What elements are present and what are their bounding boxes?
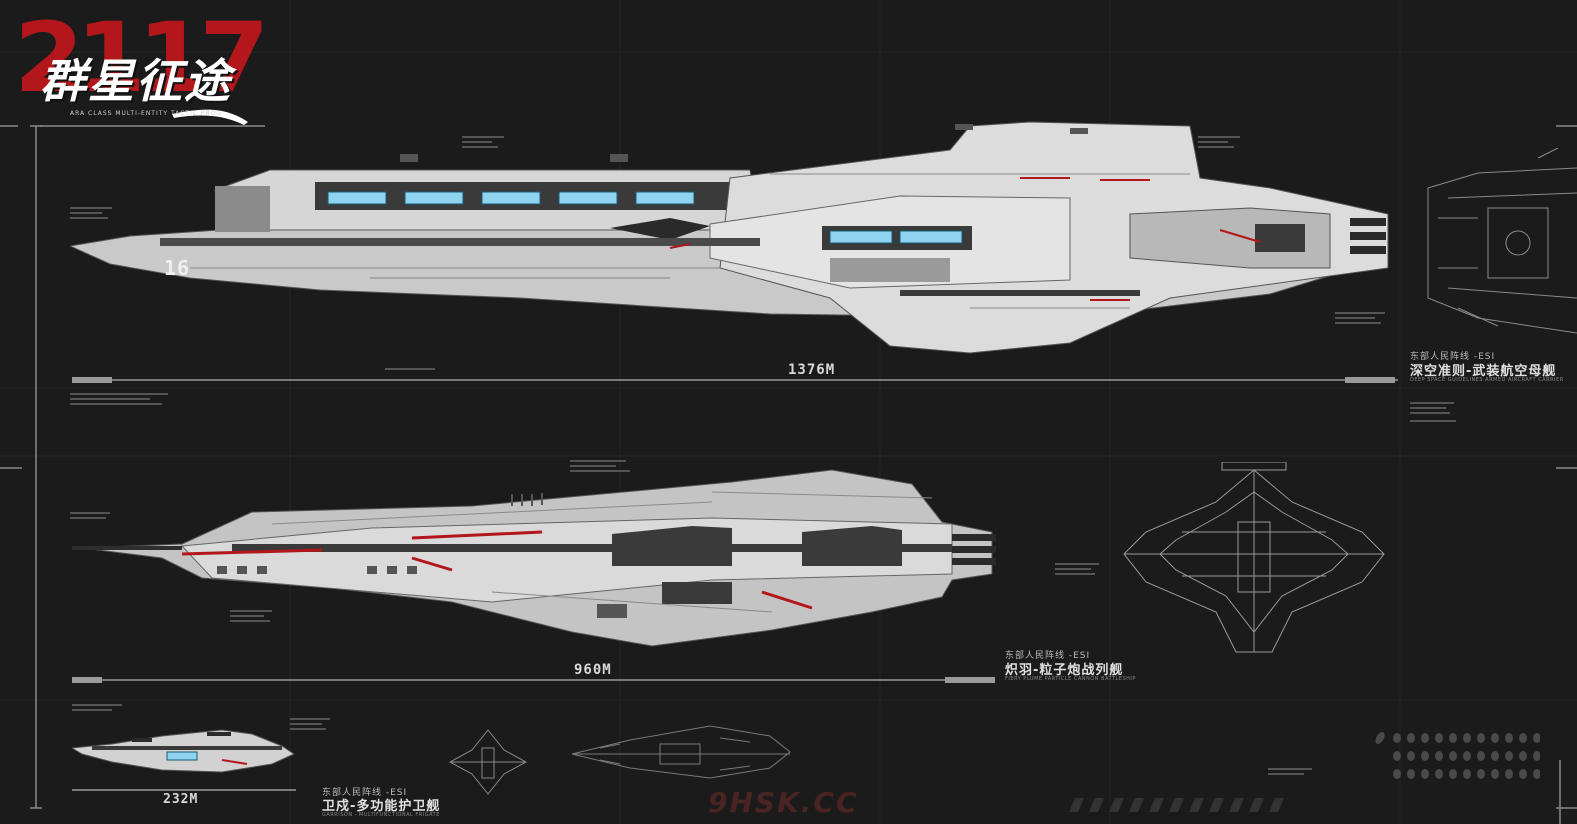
decorative-dot — [1393, 769, 1401, 779]
decorative-dot — [1491, 733, 1499, 743]
frigate-side-view — [72, 729, 296, 773]
decorative-dot — [1407, 733, 1415, 743]
battleship-name-en: FIERY PLUME PARTICLE CANNON BATTLESHIP — [1005, 676, 1136, 682]
decorative-dot — [1519, 733, 1527, 743]
decorative-dot — [1505, 733, 1513, 743]
battleship-faction: 东部人民阵线 -ESI — [1005, 651, 1091, 661]
frigate-top-view — [571, 725, 791, 779]
carrier-name-en: DEEP SPACE GUIDELINES ARMED AIRCRAFT CAR… — [1410, 377, 1564, 383]
battleship-side-view — [72, 469, 996, 647]
decorative-dot — [1407, 751, 1415, 761]
watermark: 9HSK.CC — [708, 786, 859, 819]
frigate-name: 卫戍-多功能护卫舰 — [322, 799, 441, 814]
decorative-dot — [1463, 733, 1471, 743]
decorative-dot — [1533, 769, 1540, 779]
logo-subtitle: ARA CLASS MULTI-ENTITY TACTIC PROG — [70, 110, 223, 117]
frigate-name-en: GARRISON - MULTIFUNCTIONAL FRIGATE — [322, 812, 440, 818]
logo-title: 群星征途 — [40, 54, 232, 108]
decorative-dot — [1463, 769, 1471, 779]
carrier-top-view — [1427, 148, 1577, 334]
decorative-dot — [1435, 751, 1443, 761]
frigate-front-view — [448, 729, 528, 795]
carrier-length-label: 1376M — [788, 362, 836, 378]
carrier-hull-number: 16 — [164, 256, 191, 280]
carrier-name: 深空准则-武装航空母舰 — [1410, 364, 1557, 379]
decorative-dot — [1505, 751, 1513, 761]
decorative-dot — [1393, 733, 1401, 743]
battleship-length-label: 960M — [574, 662, 612, 678]
decorative-dot — [1463, 751, 1471, 761]
carrier-side-view — [70, 121, 1389, 354]
decorative-dot — [1421, 769, 1429, 779]
decorative-dot — [1407, 769, 1415, 779]
frigate-faction: 东部人民阵线 -ESI — [322, 788, 408, 798]
decorative-dot — [1477, 733, 1485, 743]
decorative-dot — [1393, 751, 1401, 761]
decorative-dot — [1505, 769, 1513, 779]
battleship-front-view — [1123, 462, 1385, 653]
logo-brush-stroke — [172, 109, 248, 125]
battleship-name: 炽羽-粒子炮战列舰 — [1005, 663, 1124, 678]
decorative-dot — [1533, 733, 1540, 743]
decorative-dot — [1449, 733, 1457, 743]
decorative-dot — [1449, 769, 1457, 779]
decorative-dot — [1519, 751, 1527, 761]
decorative-dot-grid — [1375, 732, 1540, 779]
decorative-dot — [1491, 751, 1499, 761]
carrier-faction: 东部人民阵线 -ESI — [1410, 352, 1496, 362]
decorative-dot — [1477, 769, 1485, 779]
frigate-length-label: 232M — [163, 792, 199, 807]
logo-number: 2117 — [14, 2, 269, 114]
decorative-dot — [1477, 751, 1485, 761]
decorative-dot — [1533, 751, 1540, 761]
decorative-dot — [1421, 733, 1429, 743]
decorative-dot — [1449, 751, 1457, 761]
decorative-dot — [1519, 769, 1527, 779]
decorative-dot — [1435, 769, 1443, 779]
decorative-dot — [1421, 751, 1429, 761]
decorative-dot — [1435, 733, 1443, 743]
decorative-dot — [1491, 769, 1499, 779]
